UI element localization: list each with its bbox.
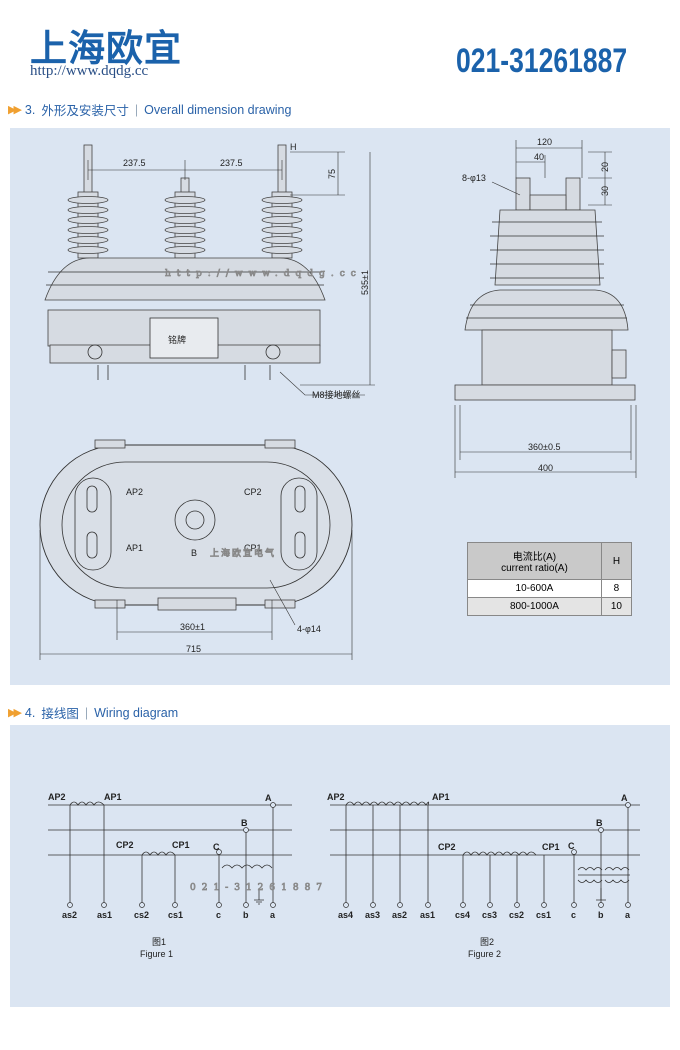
fig1-terminal: as2: [62, 910, 77, 920]
watermark-phone: 021-31261887: [190, 883, 328, 893]
dim-360: 360±0.5: [528, 442, 560, 452]
dim-20: 20: [600, 162, 610, 172]
label-b: B: [191, 548, 197, 558]
section-title-cn: 接线图: [41, 707, 79, 721]
table-row: 800-1000A 10: [467, 597, 633, 616]
double-arrow-icon: ▶▶: [8, 707, 22, 719]
fig1-terminal: a: [270, 910, 276, 920]
header-ratio-en: current ratio(A): [501, 563, 568, 574]
table-row: 10-600A 8: [467, 579, 633, 598]
section-title-en: Wiring diagram: [94, 705, 179, 720]
divider: |: [134, 102, 139, 117]
holes-4-phi14: 4-φ14: [297, 624, 321, 634]
fig2-terminal: as3: [365, 910, 380, 920]
fig2-B: B: [596, 818, 603, 828]
wiring-figure-2: AP2 AP1 CP2 CP1 A B C as4 as3 as2 as1 cs…: [327, 792, 640, 959]
dim-360-bottom: 360±1: [180, 622, 205, 632]
header-ratio-cn: 电流比(A): [512, 552, 557, 563]
header-ratio: 电流比(A)current ratio(A): [467, 542, 602, 580]
fig2-terminal: c: [571, 910, 576, 920]
h-cell: 10: [600, 597, 633, 616]
fig2-A: A: [621, 793, 628, 803]
fig2-cp1: CP1: [542, 842, 560, 852]
fig2-terminal: cs4: [455, 910, 470, 920]
fig1-A: A: [265, 793, 272, 803]
fig1-terminal: cs1: [168, 910, 183, 920]
fig2-terminal: cs1: [536, 910, 551, 920]
side-view: 120 40 20 30 8-φ13 360±0.5 400: [454, 137, 637, 478]
fig2-C: C: [568, 841, 575, 851]
website-url[interactable]: http://www.dqdg.cc: [30, 63, 149, 79]
section-3-heading: ▶▶ 3. 外形及安装尺寸 | Overall dimension drawin…: [8, 100, 291, 119]
fig2-caption-en: Figure 2: [468, 949, 501, 959]
fig1-terminal: b: [243, 910, 249, 920]
fig1-caption-cn: 图1: [152, 937, 166, 947]
dim-right: 237.5: [220, 158, 243, 168]
fig2-terminal: as1: [420, 910, 435, 920]
fig1-cp1: CP1: [172, 840, 190, 850]
insulator: [261, 144, 303, 259]
main-sheds: [44, 257, 326, 301]
ratio-cell: 10-600A: [467, 579, 602, 598]
label-ap2: AP2: [126, 487, 143, 497]
fig2-cp2: CP2: [438, 842, 456, 852]
section-title-en: Overall dimension drawing: [144, 102, 292, 117]
fig1-caption-en: Figure 1: [140, 949, 173, 959]
fig2-terminal: cs2: [509, 910, 524, 920]
holes-8-phi13: 8-φ13: [462, 173, 486, 183]
fig1-ap1: AP1: [104, 792, 122, 802]
fig1-ap2: AP2: [48, 792, 66, 802]
section-title-cn: 外形及安装尺寸: [41, 104, 129, 118]
fig1-B: B: [241, 818, 248, 828]
ground-screw-label: M8接地螺丝: [312, 389, 361, 400]
label-cp2: CP2: [244, 487, 262, 497]
fig2-caption-cn: 图2: [480, 937, 494, 947]
fig2-terminal: as2: [392, 910, 407, 920]
label-cp1: CP1: [244, 543, 262, 553]
divider: |: [84, 705, 89, 720]
section-number: 4.: [24, 705, 36, 720]
fig2-terminal: a: [625, 910, 631, 920]
nameplate-label: 铭牌: [168, 334, 186, 345]
dim-75: 75: [327, 169, 337, 179]
section-number: 3.: [24, 102, 36, 117]
fig1-cp2: CP2: [116, 840, 134, 850]
phone-number: 021-31261887: [456, 42, 628, 80]
bottom-view: AP2 CP2 AP1 CP1 B 360±1 4-φ14 715: [39, 439, 353, 660]
dim-400: 400: [538, 463, 553, 473]
section-4-heading: ▶▶ 4. 接线图 | Wiring diagram: [8, 703, 178, 722]
company-logo: 上海欧宜: [30, 27, 182, 70]
fig2-ap2: AP2: [327, 792, 345, 802]
fig1-terminal: as1: [97, 910, 112, 920]
dim-h: H: [290, 142, 297, 152]
watermark-url: http://www.dqdg.cc: [165, 269, 362, 279]
insulator: [164, 177, 206, 259]
label-ap1: AP1: [126, 543, 143, 553]
fig1-C: C: [213, 842, 220, 852]
front-view: 铭牌 237.5 237.5 H 75 535±1 M8接地螺丝: [44, 142, 375, 400]
fig2-terminal: b: [598, 910, 604, 920]
dim-left: 237.5: [123, 158, 146, 168]
fig2-terminal: as4: [338, 910, 353, 920]
current-ratio-table: 电流比(A)current ratio(A) H 10-600A 8 800-1…: [467, 542, 633, 616]
double-arrow-icon: ▶▶: [8, 104, 22, 116]
watermark-company: 上海欧宜电气: [210, 547, 276, 559]
dim-715: 715: [186, 644, 201, 654]
nameplate: [149, 317, 219, 359]
fig1-terminal: cs2: [134, 910, 149, 920]
header-h: H: [600, 542, 633, 580]
ratio-cell: 800-1000A: [467, 597, 602, 616]
fig2-terminal: cs3: [482, 910, 497, 920]
table-header-row: 电流比(A)current ratio(A) H: [467, 542, 633, 580]
fig1-terminal: c: [216, 910, 221, 920]
wiring-diagram-panel: [10, 725, 670, 1007]
wiring-figure-1: AP2 AP1 CP2 CP1 A B C as2 as1 cs2 cs1 c …: [48, 792, 292, 959]
fig2-ap1: AP1: [432, 792, 450, 802]
dim-40: 40: [534, 152, 544, 162]
dim-535: 535±1: [360, 270, 370, 295]
dim-120: 120: [537, 137, 552, 147]
dim-30: 30: [600, 186, 610, 196]
h-cell: 8: [600, 579, 633, 598]
